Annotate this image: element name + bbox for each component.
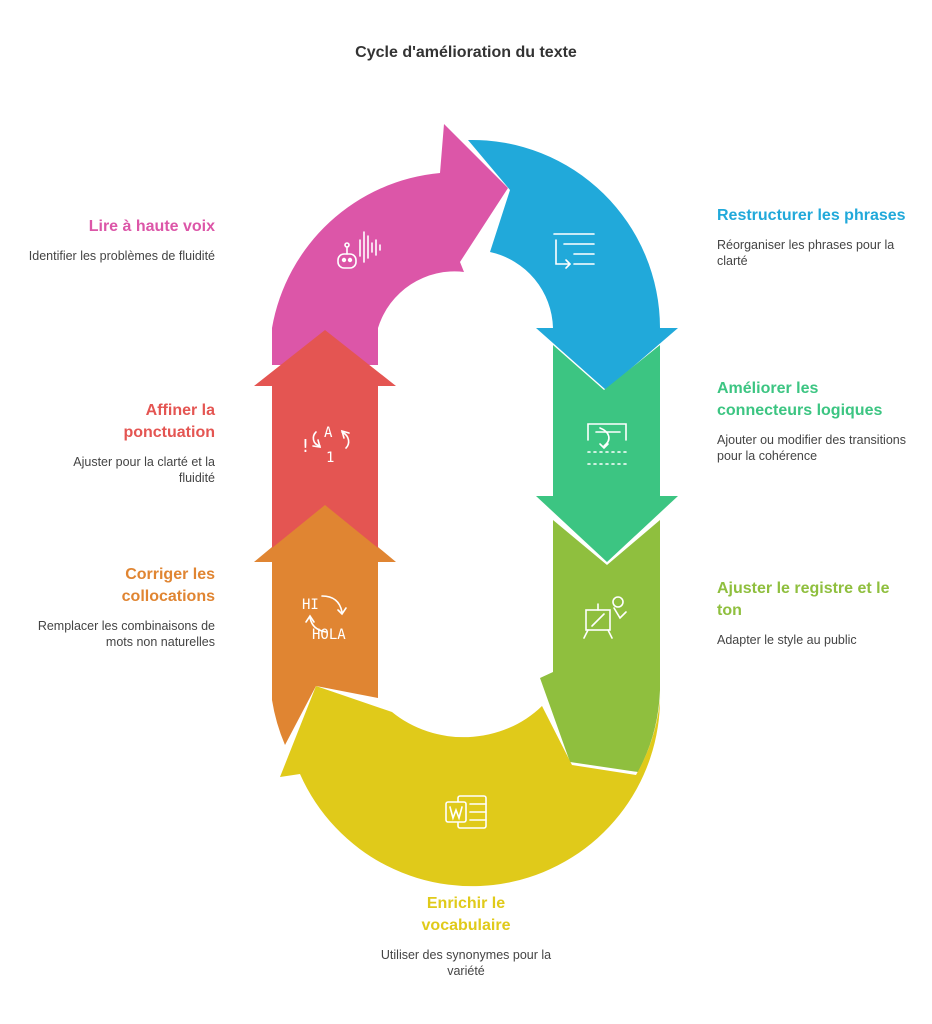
word-document-icon [445, 795, 487, 829]
step-collocations: Corriger les collocations Remplacer les … [25, 564, 215, 650]
segment-vocabulary [280, 686, 661, 887]
step-register: Ajuster le registre et le ton Adapter le… [717, 578, 907, 648]
translate-hi-hola-icon [305, 595, 347, 633]
step-connectors: Améliorer les connecteurs logiques Ajout… [717, 378, 907, 464]
segment-read-aloud [272, 124, 508, 365]
step-heading: Affiner la ponctuation [123, 402, 215, 441]
step-desc: Ajouter ou modifier des transitions pour… [717, 433, 906, 463]
step-desc: Remplacer les combinaisons de mots non n… [37, 619, 215, 649]
presentation-board-icon [583, 596, 627, 639]
page-title: Cycle d'amélioration du texte [355, 44, 577, 61]
step-desc: Réorganiser les phrases pour la clarté [717, 238, 895, 268]
step-heading: Lire à haute voix [88, 218, 215, 235]
text-reorder-icon [553, 233, 595, 269]
segment-punctuation [254, 330, 396, 548]
step-heading: Améliorer les connecteurs logiques [717, 380, 883, 419]
segment-register [540, 520, 660, 772]
step-vocabulary: Enrichir le vocabulaire Utiliser des syn… [366, 893, 566, 979]
segment-restructure [468, 139, 678, 390]
step-desc: Adapter le style au public [717, 633, 857, 647]
letter-a-text: A [324, 425, 333, 441]
step-desc: Ajuster pour la clarté et la fluidité [73, 455, 215, 485]
step-read-aloud: Lire à haute voix Identifier les problèm… [25, 216, 215, 264]
connector-frame-icon [587, 423, 627, 465]
segment-collocations [254, 503, 396, 745]
hola-text: HOLA [312, 627, 346, 643]
step-heading: Enrichir le vocabulaire [421, 895, 511, 934]
robot-sound-icon [337, 231, 381, 269]
punctuation-icon [312, 429, 350, 449]
hi-text: HI [302, 597, 319, 613]
step-restructure: Restructurer les phrases Réorganiser les… [717, 205, 907, 269]
digit-1-text: 1 [326, 450, 334, 466]
segment-connectors [536, 345, 678, 562]
step-desc: Utiliser des synonymes pour la variété [380, 948, 552, 978]
step-heading: Corriger les collocations [121, 566, 215, 605]
step-punctuation: Affiner la ponctuation Ajuster pour la c… [25, 400, 215, 486]
step-heading: Restructurer les phrases [717, 207, 906, 224]
excl-text: ! [300, 436, 311, 457]
step-desc: Identifier les problèmes de fluidité [28, 249, 215, 263]
step-heading: Ajuster le registre et le ton [717, 580, 890, 619]
